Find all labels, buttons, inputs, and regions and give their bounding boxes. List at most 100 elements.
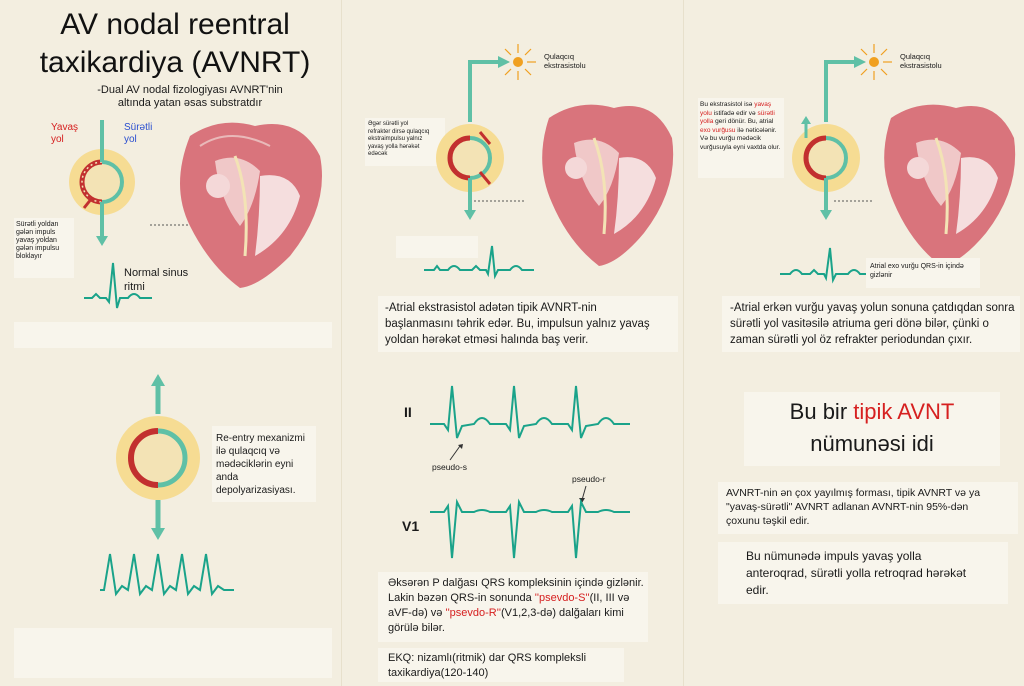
- text-line: mədəciklərin eyni: [216, 459, 294, 470]
- label-line: yol: [51, 134, 64, 145]
- ekg-box: [378, 648, 624, 682]
- fast-path-label: Sürətli yol: [124, 122, 152, 146]
- panel2-description: -Atrial ekstrasistol adətən tipik AVNRT-…: [385, 300, 680, 348]
- desc-text: aVF-də) və: [388, 607, 446, 619]
- empty-text-box: [396, 236, 478, 258]
- av-node-diagram: [792, 56, 866, 220]
- note-line: gələn impulsu: [16, 245, 60, 252]
- desc-line: zaman sürətli yol öz refrakter periodund…: [730, 334, 973, 346]
- panel6-para1: AVNRT-nin ən çox yayılmış forması, tipik…: [726, 486, 1016, 528]
- lead-v1-label: V1: [402, 518, 420, 534]
- pointer-line: [834, 200, 874, 202]
- extrasystole-ecg: [424, 245, 534, 280]
- text-line: depolyarizasiyası.: [216, 485, 296, 496]
- column-divider: [341, 0, 342, 686]
- para-line: "yavaş-sürətli" AVNRT adlanan AVNRT-nin …: [726, 501, 969, 513]
- panel3-note: Bu ekstrasistol isə yavaş yolu istifadə …: [700, 101, 782, 152]
- note-text: geri dönür. Bu, atrial: [713, 118, 774, 125]
- desc-line: aVF-də) və ''psevdo-R''(V1,2,3-də) dalğa…: [388, 606, 648, 621]
- reentry-text: Re-entry mexanizmi ilə qulaqcıq və mədəc…: [216, 432, 305, 497]
- label-line: gizlənir: [870, 272, 893, 279]
- pseudo-s-arrow: [449, 444, 463, 461]
- desc-line: Əksərən P dalğası QRS kompleksinin içind…: [388, 577, 644, 589]
- tachycardia-ecg: [100, 553, 234, 597]
- ekg-line: EKQ: nizamlı(ritmik) dar QRS kompleksli: [388, 652, 587, 664]
- panel3-description: -Atrial erkən vurğu yavaş yolun sonuna ç…: [730, 300, 1024, 348]
- pointer-line: [150, 224, 190, 226]
- note-text: istifadə edir və: [711, 109, 758, 117]
- panel1-subtitle: -Dual AV nodal fizologiyası AVNRT'nin al…: [60, 84, 320, 110]
- ekg-summary: EKQ: nizamlı(ritmik) dar QRS kompleksli …: [388, 651, 586, 681]
- note-text: Bu ekstrasistol isə: [700, 101, 755, 108]
- description-box: [722, 296, 1020, 352]
- label-line: Qulaqcıq: [544, 52, 575, 61]
- reentry-text-box: [212, 426, 316, 502]
- column-divider: [683, 0, 684, 686]
- title-line-2: taxikardiya (AVNRT): [39, 46, 311, 79]
- note-line: edəcək: [368, 151, 388, 157]
- description-box: [378, 572, 648, 642]
- note-line: gələn impuls: [16, 229, 56, 236]
- info-box: [718, 542, 1008, 604]
- panel6-para2: Bu nümunədə impuls yavaş yolla anteroqra…: [746, 548, 1008, 599]
- subtitle-line: -Dual AV nodal fizologiyası AVNRT'nin: [97, 84, 283, 96]
- slow-path-label: Yavaş yol: [51, 122, 78, 146]
- heart-illustration: [180, 122, 322, 289]
- para-line: edir.: [746, 583, 769, 597]
- note-text: ilə nəticələnir. Və bu vurğu mədəcik vur…: [700, 126, 781, 151]
- heading-line: Bu bir tipik AVNT: [744, 396, 1000, 428]
- reentry-circuit-diagram: [116, 374, 200, 540]
- note-highlight: yavaş yolu: [700, 101, 772, 117]
- para-line: çoxunu təşkil edir.: [726, 515, 810, 527]
- desc-line: yoldan hərəkət etməsi halında baş verir.: [385, 334, 589, 346]
- lead-ii-ecg: [430, 385, 630, 439]
- desc-line: sürətli yol vasitəsilə atriuma geri dönə…: [730, 318, 989, 330]
- page-title: AV nodal reentral taxikardiya (AVNRT): [20, 6, 330, 82]
- text-line: Re-entry mexanizmi: [216, 433, 305, 444]
- para-line: anteroqrad, sürətli yolla retroqrad hərə…: [746, 566, 967, 580]
- lead-v1-ecg: [430, 498, 630, 559]
- heading-box: [744, 392, 1000, 466]
- label-line: Atrial exo vurğu QRS-in içində: [870, 263, 964, 270]
- note-line: refrakter dirsə qulaqcıq: [368, 128, 430, 135]
- desc-highlight: ''psevdo-R'': [445, 607, 501, 619]
- note-line: ekstraimpulsu yalnız: [368, 136, 423, 142]
- av-node-diagram: [69, 120, 135, 246]
- pointer-line: [474, 200, 526, 202]
- text-line: ilə qulaqcıq və: [216, 446, 280, 457]
- para-line: Bu nümunədə impuls yavaş yolla: [746, 549, 922, 563]
- ekg-line: taxikardiya(120-140): [388, 667, 489, 679]
- heading-text: Bu bir: [789, 399, 854, 424]
- normal-sinus-ecg: [84, 262, 152, 309]
- desc-text: (II, III və: [589, 592, 630, 604]
- heart-illustration: [542, 104, 674, 267]
- desc-line: başlanmasını təhrik edər. Bu, impulsun y…: [385, 318, 650, 330]
- extrasystole-label: Qulaqcıq ekstrasistolu: [900, 52, 942, 70]
- note-line: Sürətli yoldan: [16, 221, 59, 228]
- note-box: [698, 98, 784, 178]
- label-line: ekstrasistolu: [544, 61, 586, 70]
- lead-ii-label: II: [404, 404, 412, 420]
- label-line: ekstrasistolu: [900, 61, 942, 70]
- description-box: [378, 296, 678, 352]
- echo-beat-ecg: [780, 247, 872, 284]
- echo-ecg-label: Atrial exo vurğu QRS-in içində gizlənir: [870, 262, 964, 280]
- para-line: AVNRT-nin ən çox yayılmış forması, tipik…: [726, 487, 981, 499]
- heading-highlight: tipik AVNT: [853, 399, 955, 424]
- normal-sinus-label: Normal sinus ritmi: [124, 266, 188, 294]
- desc-line: görülə bilər.: [388, 622, 445, 634]
- av-node-diagram: [436, 56, 510, 220]
- label-line: Qulaqcıq: [900, 52, 931, 61]
- note-line: yavaş yolla hərəkət: [368, 143, 420, 150]
- heart-illustration: [884, 104, 1016, 267]
- subtitle-line: altında yatan əsas substratdır: [117, 97, 263, 109]
- note-highlight: exo vurğusu: [700, 126, 736, 134]
- label-line: Yavaş: [51, 122, 79, 133]
- note-line: yavaş yoldan: [16, 237, 57, 244]
- desc-line: -Atrial erkən vurğu yavaş yolun sonuna ç…: [730, 302, 1015, 314]
- empty-text-box: [14, 322, 332, 348]
- pseudo-s-label: pseudo-s: [432, 462, 467, 472]
- label-line: yol: [124, 134, 137, 145]
- label-line: Sürətli: [124, 122, 153, 133]
- desc-text: (V1,2,3-də) dalğaları kimi: [500, 607, 624, 619]
